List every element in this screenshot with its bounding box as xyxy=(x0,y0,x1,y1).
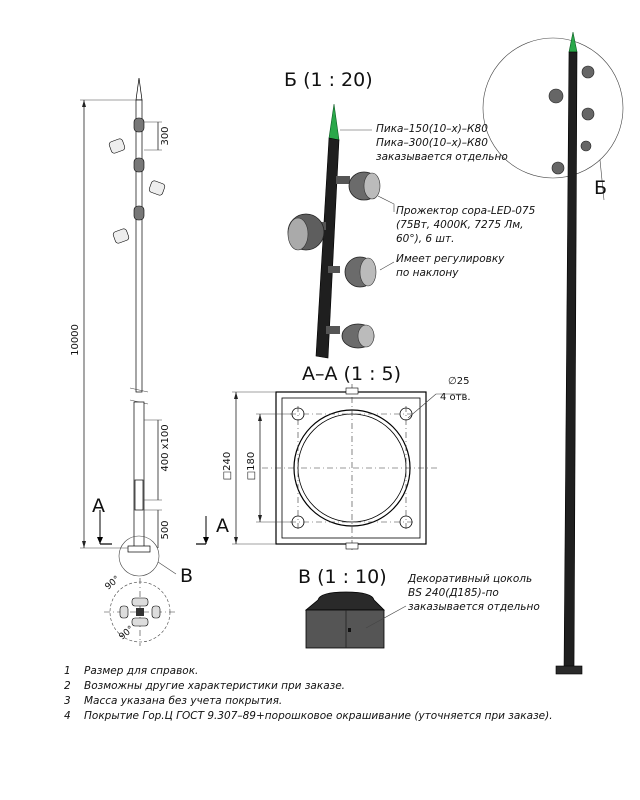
footnote-text-1: Размер для справок. xyxy=(84,665,198,677)
footnote-text-2: Возможны другие характеристики при заказ… xyxy=(84,680,345,692)
pole-base-right xyxy=(555,665,583,675)
right-projectors xyxy=(548,65,595,175)
projector-1 xyxy=(336,171,381,201)
callout-b-label: Б xyxy=(594,177,607,199)
footnote-num-4: 4 xyxy=(64,710,71,722)
base-flange xyxy=(127,545,151,553)
base-body xyxy=(305,609,385,649)
footnote-num-3: 3 xyxy=(64,695,71,707)
spike-note-1: Пика–150(10–х)–К80 xyxy=(376,123,488,135)
view-v-title: В (1 : 10) xyxy=(298,566,387,588)
view-b: Б (1 : 20) Пика–150(10–х)–К xyxy=(284,69,536,359)
footnotes: 1 Размер для справок. 2 Возможны другие … xyxy=(64,665,553,722)
pole-elevation: 10000 300 400 x100 500 А А В xyxy=(70,77,229,587)
angle-label-1: 90° xyxy=(104,574,123,592)
plan-view: 90° 90° xyxy=(104,574,176,646)
pole-lower xyxy=(133,401,145,549)
spike-green xyxy=(328,103,340,141)
section-a-left: А xyxy=(92,495,105,517)
section-a-right: А xyxy=(216,515,229,537)
spike-note-2: Пика–300(10–х)–К80 xyxy=(376,137,488,149)
projector-note-1: Прожектор copa-LED-075 xyxy=(396,205,536,217)
tilt-note-2: по наклону xyxy=(396,267,459,279)
base-note-1: Декоративный цоколь xyxy=(407,573,532,585)
pole-upper xyxy=(135,99,143,393)
pole-full-view: Б xyxy=(482,31,624,675)
footnote-num-1: 1 xyxy=(64,665,71,677)
pole-body-right xyxy=(563,51,578,671)
dim-hole-count: 4 отв. xyxy=(440,392,471,403)
spike-outline xyxy=(135,77,143,101)
dim-sq-outer: □240 xyxy=(222,452,233,481)
base-cap xyxy=(304,591,385,611)
service-hatch xyxy=(134,479,144,511)
dim-height-total: 10000 xyxy=(70,324,81,356)
view-v: В (1 : 10) Декоративный цоколь BS 240(Д1… xyxy=(298,566,540,649)
projector-note-2: (75Вт, 4000К, 7275 Лм, xyxy=(396,219,524,231)
projector-2 xyxy=(287,213,326,251)
view-b-title: Б (1 : 20) xyxy=(284,69,373,91)
projector-3 xyxy=(328,256,377,288)
dim-top-spacing: 300 xyxy=(160,126,171,145)
projector-note-3: 60°), 6 шт. xyxy=(396,233,454,245)
elevation-projectors xyxy=(108,117,166,244)
view-aa-title: А–А (1 : 5) xyxy=(302,363,401,385)
base-note-3: заказывается отдельно xyxy=(408,601,540,613)
pole-segment-b xyxy=(315,137,340,359)
footnote-num-2: 2 xyxy=(64,680,71,692)
callout-b-circle xyxy=(482,37,624,179)
base-note-2: BS 240(Д185)-по xyxy=(408,587,499,599)
section-aa: А–А (1 : 5) □240 □180 xyxy=(222,363,471,552)
footnote-text-3: Масса указана без учета покрытия. xyxy=(84,695,282,707)
dim-mid: 400 x100 xyxy=(160,424,171,471)
break-line-top xyxy=(129,387,149,393)
callout-v-circle xyxy=(118,535,160,577)
projector-4 xyxy=(326,323,375,349)
callout-v-label: В xyxy=(180,565,193,587)
angle-label-2: 90° xyxy=(118,624,137,642)
dim-bottom: 500 xyxy=(160,520,171,539)
footnote-text-4: Покрытие Гор.Ц ГОСТ 9.307–89+порошковое … xyxy=(84,710,553,722)
tilt-note-1: Имеет регулировку xyxy=(396,253,505,265)
dim-hole-dia: ∅25 xyxy=(448,376,469,387)
dim-sq-inner: □180 xyxy=(246,452,257,481)
spike-note-3: заказывается отдельно xyxy=(376,151,508,163)
